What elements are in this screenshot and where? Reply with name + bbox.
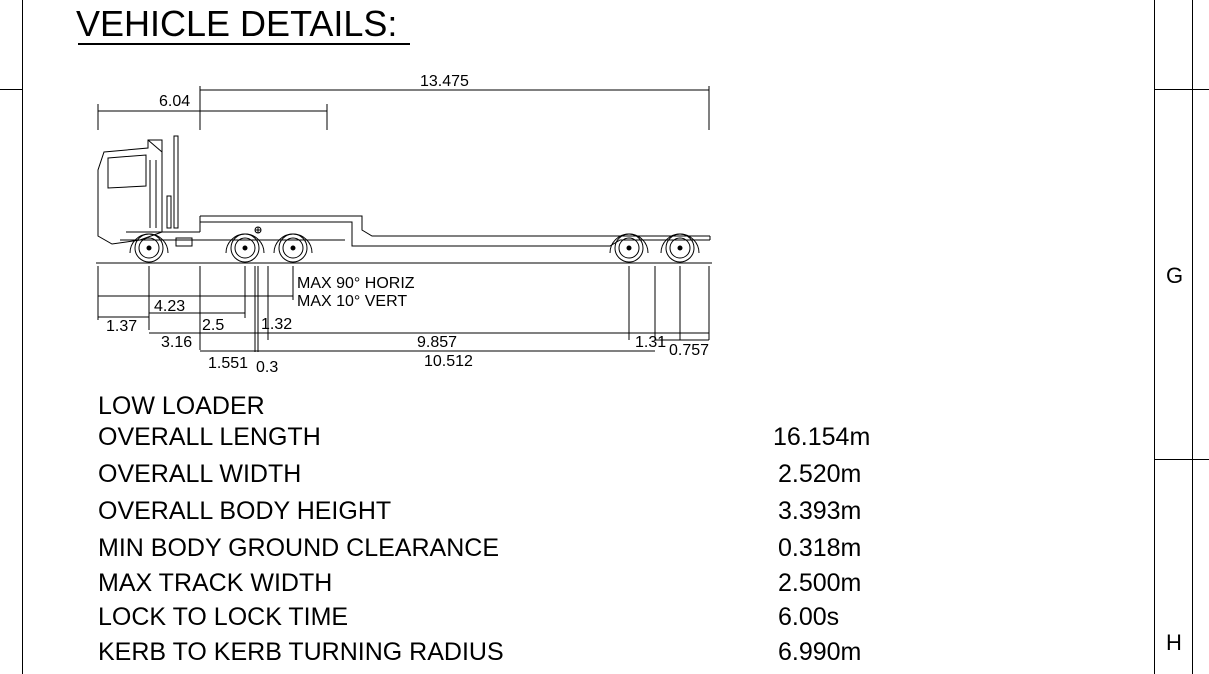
spec-value-overall-width: 2.520m <box>778 460 862 488</box>
frame-left-tick <box>0 89 22 90</box>
dim-0-757-label: 0.757 <box>669 342 709 359</box>
dim-3-16-label: 3.16 <box>161 334 192 351</box>
spec-value-ground-clearance: 0.318m <box>778 534 862 562</box>
frame-right-tick-h <box>1154 459 1209 460</box>
spec-label-ground-clearance: MIN BODY GROUND CLEARANCE <box>98 534 499 562</box>
frame-left-border <box>22 0 23 674</box>
dim-1-31-label: 1.31 <box>635 334 666 351</box>
frame-right-tick-g <box>1154 89 1209 90</box>
grid-ref-h: H <box>1166 630 1182 655</box>
dim-10-512-label: 10.512 <box>424 353 473 370</box>
title-underline <box>78 43 410 45</box>
spec-value-body-height: 3.393m <box>778 497 862 525</box>
spec-label-overall-length: OVERALL LENGTH <box>98 423 321 451</box>
spec-value-overall-length: 16.154m <box>773 423 871 451</box>
dim-overall-label: 13.475 <box>420 73 469 90</box>
dim-0-3-label: 0.3 <box>256 359 278 376</box>
grid-ref-g: G <box>1166 263 1184 288</box>
dim-articulation-horiz: MAX 90° HORIZ <box>297 275 415 292</box>
dim-articulation-vert: MAX 10° VERT <box>297 293 407 310</box>
spec-label-overall-width: OVERALL WIDTH <box>98 460 302 488</box>
spec-value-track-width: 2.500m <box>778 569 862 597</box>
spec-label-lock-time: LOCK TO LOCK TIME <box>98 603 349 631</box>
dim-1-551-label: 1.551 <box>208 355 248 372</box>
frame-right-border <box>1154 0 1155 674</box>
page-title: VEHICLE DETAILS: <box>76 3 398 44</box>
spec-value-lock-time: 6.00s <box>778 603 840 631</box>
dim-front-label: 6.04 <box>159 93 190 110</box>
frame-right-outer <box>1192 0 1193 674</box>
spec-label-body-height: OVERALL BODY HEIGHT <box>98 497 392 525</box>
dim-9-857-label: 9.857 <box>417 334 457 351</box>
dim-4-23-label: 4.23 <box>154 298 185 315</box>
dim-2-5-label: 2.5 <box>202 317 224 334</box>
dim-1-37-label: 1.37 <box>106 318 137 335</box>
spec-label-turning-radius: KERB TO KERB TURNING RADIUS <box>98 638 504 666</box>
spec-label-track-width: MAX TRACK WIDTH <box>98 569 333 597</box>
vehicle-type-label: LOW LOADER <box>98 392 265 420</box>
dim-1-32-label: 1.32 <box>261 316 292 333</box>
spec-value-turning-radius: 6.990m <box>778 638 862 666</box>
